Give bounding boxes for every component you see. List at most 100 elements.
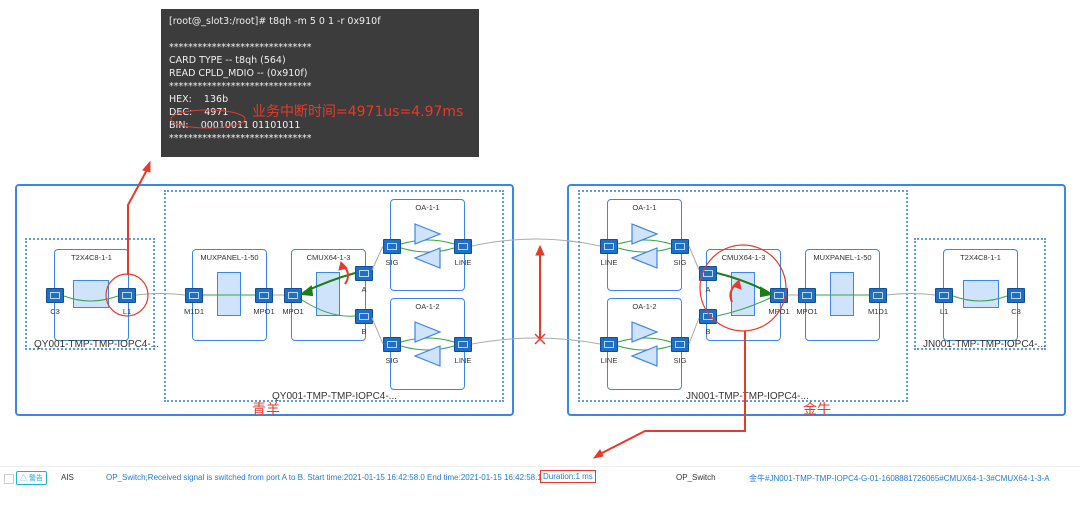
card-left-oa-1-1[interactable]: OA-1-1 — [390, 199, 465, 291]
port-left-cmux-mpo1[interactable] — [284, 288, 302, 303]
port-left-cmux-a[interactable] — [355, 266, 373, 281]
port-label: LINE — [600, 258, 618, 267]
port-right-c3[interactable] — [1007, 288, 1025, 303]
amplifier-icon — [630, 247, 658, 269]
port-label: B — [705, 327, 711, 336]
card-title: OA-1-2 — [415, 302, 440, 311]
terminal-line: [root@_slot3:/root]# t8qh -m 5 0 1 -r 0x… — [169, 16, 381, 27]
port-label: C3 — [50, 307, 60, 316]
card-title: CMUX64-1-3 — [306, 253, 351, 262]
ne-caption-left-t2: QY001-TMP-TMP-IOPC4-... — [34, 339, 160, 350]
fiber-oa1-span — [471, 238, 601, 247]
port-label: MPO1 — [796, 307, 818, 316]
port-label: C3 — [1011, 307, 1021, 316]
port-left-oa1-sig[interactable] — [383, 239, 401, 254]
port-label: A — [361, 285, 367, 294]
ne-caption-left-main: QY001-TMP-TMP-IOPC4-... — [272, 391, 398, 402]
active-path — [299, 272, 774, 298]
card-right-oa-1-1[interactable]: OA-1-1 — [607, 199, 682, 291]
port-right-oa1-line[interactable] — [600, 239, 618, 254]
interruption-annotation: 业务中断时间=4971us=4.97ms — [252, 104, 464, 120]
port-right-l1[interactable] — [935, 288, 953, 303]
arrow-head — [142, 160, 151, 173]
fiber-right-oa2-b — [688, 317, 700, 345]
ne-caption-right-t2: JN001-TMP-TMP-IOPC4-... — [923, 339, 1046, 350]
port-label: LINE — [454, 356, 472, 365]
port-right-m1d1[interactable] — [869, 288, 887, 303]
port-label: SIG — [673, 258, 687, 267]
amplifier-icon — [413, 345, 441, 367]
alarm-row[interactable]: △ 警告 AIS OP_Switch;Received signal is sw… — [0, 466, 1080, 489]
ne-group-right-main — [578, 190, 908, 402]
terminal-line: READ CPLD_MDIO -- (0x910f) — [169, 68, 308, 79]
port-right-oa2-line[interactable] — [600, 337, 618, 352]
card-title: T2X4C8-1-1 — [960, 253, 1001, 262]
terminal-line: BIN: 00010011 01101011 — [169, 120, 301, 131]
card-left-cmux[interactable]: CMUX64-1-3 — [291, 249, 366, 341]
terminal-line: ****************************** — [169, 133, 312, 144]
site-right[interactable] — [567, 184, 1066, 416]
port-label: SIG — [673, 356, 687, 365]
row-checkbox[interactable] — [4, 474, 14, 484]
card-inner — [217, 272, 241, 316]
port-left-c3[interactable] — [46, 288, 64, 303]
callout-line-right — [597, 331, 746, 456]
port-left-oa1-line[interactable] — [454, 239, 472, 254]
port-label: MPO1 — [282, 307, 304, 316]
port-right-oa2-sig[interactable] — [671, 337, 689, 352]
ne-caption-right-main: JN001-TMP-TMP-IOPC4-... — [686, 391, 809, 402]
card-inner — [830, 272, 854, 316]
arrow-head — [299, 285, 314, 297]
port-label: A — [705, 285, 711, 294]
ne-group-left-main — [164, 190, 504, 402]
terminal-line: HEX: 136b — [169, 94, 229, 105]
port-label: LINE — [600, 356, 618, 365]
port-left-l1[interactable] — [118, 288, 136, 303]
dec-highlight-ellipse — [170, 109, 246, 129]
card-left-oa-1-2[interactable]: OA-1-2 — [390, 298, 465, 390]
port-left-oa2-line[interactable] — [454, 337, 472, 352]
fiber-left-b-oa2 — [371, 317, 384, 345]
amplifier-icon — [414, 321, 442, 343]
terminal-line: CARD TYPE -- t8qh (564) — [169, 55, 286, 66]
site-label-left: 青羊 — [252, 401, 280, 417]
card-inner — [73, 280, 109, 308]
port-label: M1D1 — [183, 307, 204, 316]
alarm-description[interactable]: OP_Switch;Received signal is switched fr… — [106, 473, 542, 482]
amplifier-icon — [413, 247, 441, 269]
alarm-duration[interactable]: Duration:1 ms — [540, 470, 596, 483]
fiber-cut-x — [534, 333, 546, 345]
card-inner — [963, 280, 999, 308]
terminal-output: [root@_slot3:/root]# t8qh -m 5 0 1 -r 0x… — [161, 9, 479, 157]
port-label: LINE — [454, 258, 472, 267]
site-left[interactable] — [15, 184, 514, 416]
amplifier-icon — [631, 321, 659, 343]
severity-badge: △ 警告 — [16, 471, 47, 485]
alarm-location[interactable]: 金牛#JN001-TMP-TMP-IOPC4-G-01-160888172606… — [749, 474, 1050, 483]
port-right-oa1-sig[interactable] — [671, 239, 689, 254]
port-right-mux-mpo1[interactable] — [798, 288, 816, 303]
amplifier-icons — [413, 223, 659, 367]
port-left-cmux-b[interactable] — [355, 309, 373, 324]
port-label: B — [361, 327, 367, 336]
alarm-name: OP_Switch — [676, 473, 716, 482]
fiber-right-m1d1-l1 — [886, 293, 936, 296]
port-left-mux-mpo1[interactable] — [255, 288, 273, 303]
highlight-circle-right-cmux — [699, 244, 787, 332]
port-left-m1d1[interactable] — [185, 288, 203, 303]
card-title: T2X4C8-1-1 — [71, 253, 112, 262]
port-label: MPO1 — [253, 307, 275, 316]
port-label: SIG — [385, 356, 399, 365]
port-left-oa2-sig[interactable] — [383, 337, 401, 352]
card-title: MUXPANEL-1-50 — [813, 253, 872, 262]
amplifier-icon — [630, 345, 658, 367]
card-title: OA-1-1 — [415, 203, 440, 212]
port-label: M1D1 — [867, 307, 888, 316]
card-right-t2x4c8[interactable]: T2X4C8-1-1 — [943, 249, 1018, 341]
annotations — [105, 109, 787, 459]
port-right-cmux-mpo1[interactable] — [770, 288, 788, 303]
arrow-head — [760, 286, 774, 298]
callout-line-left — [127, 167, 149, 275]
amplifier-icon — [631, 223, 659, 245]
